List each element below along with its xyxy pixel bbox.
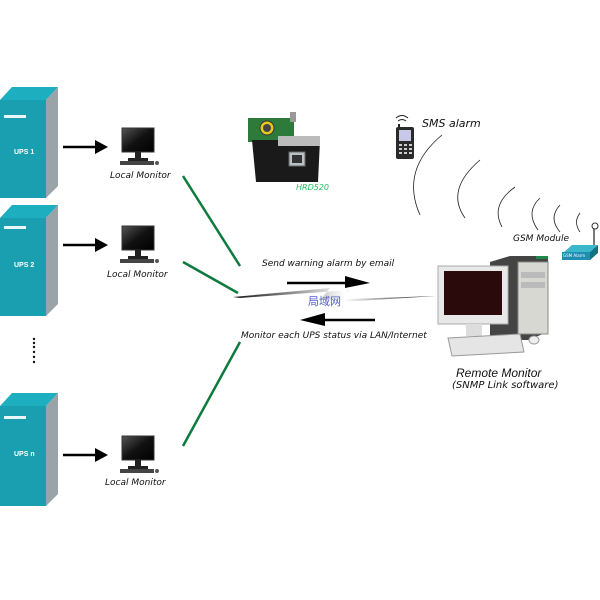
mobile-phone-icon — [395, 115, 414, 159]
arrow-send-email — [287, 276, 370, 288]
network-lightning-bolt — [233, 288, 436, 302]
arrow-monitor-status — [300, 313, 375, 326]
ups-label-n: UPS n — [14, 451, 35, 458]
local-monitor-icon-2 — [120, 225, 159, 263]
local-monitor-label-2: Local Monitor — [107, 270, 168, 280]
ups-label-2: UPS 2 — [14, 262, 35, 269]
gsm-module-label: GSM Module — [513, 234, 570, 244]
link-line-2 — [182, 260, 239, 295]
remote-monitor-subtitle: (SNMP Link software) — [452, 380, 559, 391]
card-model-label: HRD520 — [296, 183, 330, 192]
link-line-3 — [181, 341, 242, 447]
local-monitor-icon-1 — [120, 127, 159, 165]
ellipsis-dots — [32, 337, 36, 364]
ups-cabinet-n — [0, 393, 58, 506]
arrow-upsn-to-monitor — [63, 448, 108, 462]
link-line-1 — [181, 175, 242, 267]
ups-cabinet-1 — [0, 87, 58, 198]
local-monitor-label-1: Local Monitor — [110, 171, 171, 181]
remote-monitor-title: Remote Monitor — [456, 366, 542, 380]
monitor-status-label: Monitor each UPS status via LAN/Internet — [241, 331, 427, 341]
local-monitor-label-3: Local Monitor — [105, 478, 166, 488]
ups-cabinet-2 — [0, 205, 58, 316]
wireless-signal-arcs — [413, 134, 581, 233]
remote-pc-image — [437, 256, 549, 357]
arrow-ups2-to-monitor — [63, 238, 108, 252]
gsm-module-device — [562, 222, 599, 260]
local-monitor-icon-3 — [120, 435, 159, 473]
sms-alarm-label: SMS alarm — [422, 117, 481, 130]
arrow-ups1-to-monitor — [63, 140, 108, 154]
send-email-label: Send warning alarm by email — [262, 259, 395, 269]
ups-label-1: UPS 1 — [14, 149, 35, 156]
gsm-device-text: GSM Alarm — [563, 253, 586, 258]
lan-label: 局域网 — [308, 295, 341, 308]
snmp-card-image — [248, 112, 320, 182]
